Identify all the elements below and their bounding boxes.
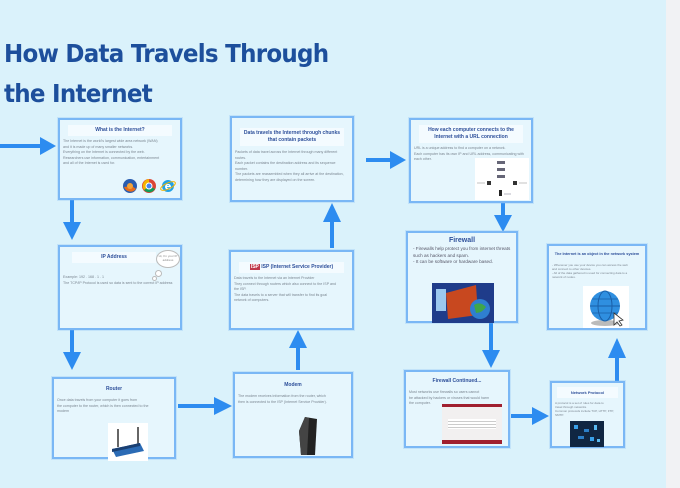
screenshot-bar — [442, 440, 502, 444]
circuit-image — [570, 421, 604, 447]
network-diagram-icon — [477, 161, 527, 196]
card-text: Example: 192 . 168 . 1 . 1 The TCP/IP Pr… — [63, 275, 173, 285]
router-icon — [112, 427, 144, 457]
internet-explorer-icon: e — [160, 180, 176, 193]
card-firewall[interactable]: Firewall - Firewalls help protect you fr… — [406, 231, 518, 323]
page-title: How Data Travels Through the Internet — [4, 39, 329, 108]
arrow-internet-to-ip — [63, 200, 81, 240]
globe-image — [583, 286, 629, 328]
card-text: The Internet is the world's largest wide… — [63, 139, 160, 165]
globe-cursor-icon — [590, 290, 624, 327]
card-router[interactable]: Router Once data travels from your compu… — [52, 377, 176, 461]
firewall-settings-screenshot — [442, 404, 502, 444]
card-text: - Firewalls help protect you from intern… — [413, 246, 511, 264]
card-text: Packets of data travel across the Intern… — [235, 150, 344, 182]
card-heading: IP Address — [72, 252, 156, 263]
arrow-computer-to-firewall — [494, 203, 512, 232]
card-heading: Network Protocol — [556, 387, 619, 398]
screenshot-bar — [442, 404, 502, 407]
card-text: - Whenever you use your device you can a… — [552, 263, 628, 279]
network-diagram-image — [475, 158, 529, 200]
thought-bubble-dot — [152, 276, 157, 281]
firewall-icon — [436, 285, 490, 319]
card-heading: How each computer connects to the Intern… — [419, 125, 523, 143]
card-modem[interactable]: Modem The modem receives information fro… — [233, 372, 353, 458]
card-heading: Modem — [284, 382, 302, 388]
card-heading: What is the Internet? — [68, 125, 172, 136]
arrow-packets-to-computer — [366, 151, 406, 169]
card-text: URL is a unique address to find a comput… — [414, 146, 524, 161]
arrow-modem-to-isp — [289, 330, 307, 370]
modem-image — [295, 414, 321, 458]
arrow-entry — [0, 137, 56, 155]
card-text: Once data travels from your computer it … — [57, 398, 149, 413]
card-internet-system[interactable]: The Internet is an object in the network… — [547, 244, 647, 330]
card-heading: Router — [105, 386, 123, 392]
svg-text:e: e — [165, 182, 172, 193]
arrow-router-to-modem — [178, 397, 232, 415]
isp-highlight: ISP — [249, 264, 260, 270]
card-computer-connects[interactable]: How each computer connects to the Intern… — [409, 118, 533, 203]
thought-bubble: Hi, I'm your IP address — [156, 250, 180, 268]
firewall-image — [432, 283, 494, 323]
presentation-canvas: How Data Travels Through the Internet — [0, 0, 666, 488]
card-heading: Firewall Continued... — [432, 378, 482, 384]
card-isp[interactable]: ISP ISP (Internet Service Provider) Data… — [229, 250, 354, 330]
router-image — [108, 423, 148, 461]
card-what-is-internet[interactable]: What is the Internet? The Internet is th… — [58, 118, 182, 200]
card-firewall-continued[interactable]: Firewall Continued... Most networks use … — [404, 370, 510, 448]
circuit-icon — [574, 425, 600, 442]
chrome-icon — [142, 179, 156, 193]
card-text: Data travels to the Internet via an Inte… — [234, 276, 337, 302]
modem-icon — [299, 417, 317, 455]
firefox-icon — [123, 179, 137, 193]
arrow-ip-to-router — [63, 330, 81, 370]
card-text: The modem receives information from the … — [238, 394, 327, 404]
card-heading: The Internet is an object in the network… — [554, 252, 640, 256]
arrow-isp-to-packets — [323, 203, 341, 248]
card-packets[interactable]: Data travels the Internet through chunks… — [230, 116, 354, 202]
card-heading: ISP ISP (Internet Service Provider) — [239, 262, 344, 273]
card-text: Most networks use firewalls so users can… — [409, 390, 490, 405]
thought-bubble-dot — [155, 270, 162, 277]
arrow-firewall-to-continued — [482, 322, 500, 368]
arrow-protocol-to-system — [608, 338, 626, 382]
flow-arrows — [0, 137, 626, 425]
screenshot-content — [448, 418, 496, 429]
arrow-continued-to-protocol — [511, 407, 549, 425]
card-heading: Data travels the Internet through chunks… — [240, 128, 344, 146]
card-text: A protocol is a set of rules for data to… — [555, 401, 614, 417]
card-ip-address[interactable]: IP Address Example: 192 . 168 . 1 . 1 Th… — [58, 245, 182, 330]
card-network-protocol[interactable]: Network Protocol A protocol is a set of … — [550, 381, 625, 448]
card-heading: Firewall — [448, 237, 476, 244]
